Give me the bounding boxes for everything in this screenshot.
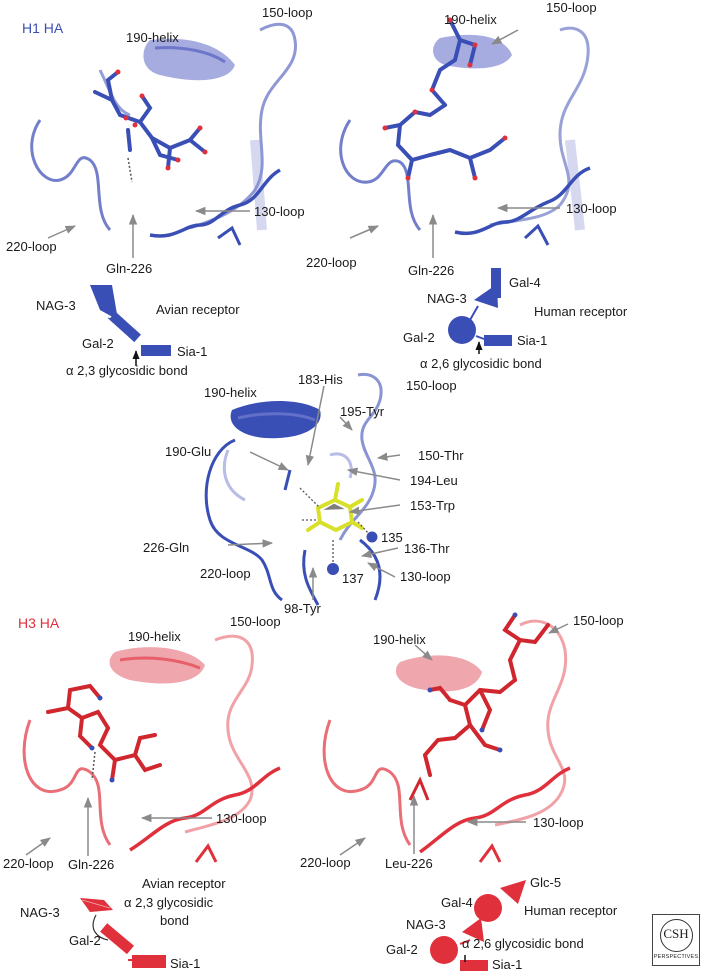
center-150-thr-label: 150-Thr xyxy=(418,448,464,463)
h3-human-gal4-label: Gal-4 xyxy=(441,895,473,910)
nag3-shape xyxy=(80,898,113,912)
h3-avian-residue-label: Gln-226 xyxy=(68,857,115,872)
h1-avian-receptor-label: Avian receptor xyxy=(156,302,240,317)
h1-avian-190-helix-label: 190-helix xyxy=(126,30,179,45)
h3-human-structure xyxy=(322,612,571,863)
h3-human-150-loop-label: 150-loop xyxy=(573,613,624,628)
residue-137-sphere xyxy=(327,563,339,575)
h1-avian-nag3-label: NAG-3 xyxy=(36,298,76,313)
gal2-shape xyxy=(430,936,458,964)
h3-avian-220-loop-label: 220-loop xyxy=(3,856,54,871)
h1-human-residue-label: Gln-226 xyxy=(408,263,455,278)
center-190-helix-label: 190-helix xyxy=(204,385,257,400)
h1-human-receptor-schematic xyxy=(448,268,512,354)
h3-human-sia1-label: Sia-1 xyxy=(492,957,523,972)
center-153-trp-label: 153-Trp xyxy=(410,498,456,513)
h3-human-gal2-label: Gal-2 xyxy=(386,942,418,957)
gal4-shape xyxy=(491,268,501,298)
h3-avian-nag3-label: NAG-3 xyxy=(20,905,60,920)
center-annotation-arrows xyxy=(227,385,401,600)
h3-human-residue-label: Leu-226 xyxy=(385,856,433,871)
h1-avian-bond-label: α 2,3 glycosidic bond xyxy=(66,363,188,378)
h3-avian-gal2-label: Gal-2 xyxy=(69,933,101,948)
h3-human-220-loop-label: 220-loop xyxy=(300,855,351,870)
h3-avian-receptor-label: Avian receptor xyxy=(142,876,226,891)
h1-avian-receptor-schematic xyxy=(90,285,171,366)
center-structure xyxy=(204,372,383,606)
gal2-shape xyxy=(109,311,141,343)
h1-avian-gal2-label: Gal-2 xyxy=(82,336,114,351)
h1-human-130-loop-label: 130-loop xyxy=(566,201,617,216)
h1-avian-150-loop-label: 150-loop xyxy=(262,5,313,20)
csh-perspectives-logo: CSH PERSPECTIVES xyxy=(652,914,700,966)
h1-avian-130-loop-label: 130-loop xyxy=(254,204,305,219)
h1-human-nag3-label: NAG-3 xyxy=(427,291,467,306)
center-183-his-label: 183-His xyxy=(298,372,343,387)
gal2-shape xyxy=(448,316,476,344)
h1-human-gal4-label: Gal-4 xyxy=(509,275,541,290)
h1-avian-sia1-label: Sia-1 xyxy=(177,344,208,359)
h3-human-190-helix-label: 190-helix xyxy=(373,632,426,647)
h1-human-structure xyxy=(339,17,591,246)
h1-human-190-helix-label: 190-helix xyxy=(444,12,497,27)
center-135-label: 135 xyxy=(381,530,403,545)
sia1-shape xyxy=(132,955,166,968)
h3-avian-130-loop-label: 130-loop xyxy=(216,811,267,826)
sia1-shape xyxy=(460,960,488,971)
nag3-shape xyxy=(474,284,498,308)
residue-135-sphere xyxy=(366,531,378,543)
h1-human-220-loop-label: 220-loop xyxy=(306,255,357,270)
center-130-loop-label: 130-loop xyxy=(400,569,451,584)
gal2-shape xyxy=(100,923,135,955)
h1-avian-structure xyxy=(30,22,297,246)
h3-human-bond-label: α 2,6 glycosidic bond xyxy=(462,936,584,951)
h3-human-receptor-schematic xyxy=(430,880,526,971)
center-136-thr-label: 136-Thr xyxy=(404,541,450,556)
gal4-shape xyxy=(474,894,502,922)
h3-avian-receptor-schematic xyxy=(80,898,166,968)
logo-csh-text: CSH xyxy=(663,926,689,941)
h3-avian-190-helix-label: 190-helix xyxy=(128,629,181,644)
nag3-shape xyxy=(462,918,484,942)
h3-avian-structure xyxy=(22,634,281,863)
h3-human-nag3-label: NAG-3 xyxy=(406,917,446,932)
center-150-loop-label: 150-loop xyxy=(406,378,457,393)
h1-avian-220-loop-label: 220-loop xyxy=(6,239,57,254)
center-98-tyr-label: 98-Tyr xyxy=(284,601,321,616)
center-220-loop-label: 220-loop xyxy=(200,566,251,581)
h3-human-receptor-label: Human receptor xyxy=(524,903,618,918)
h3-human-glc5-label: Glc-5 xyxy=(530,875,562,890)
h1-human-150-loop-label: 150-loop xyxy=(546,0,597,15)
h1-ha-title: H1 HA xyxy=(22,20,64,36)
center-190-glu-label: 190-Glu xyxy=(165,444,212,459)
sia1-shape xyxy=(141,345,171,356)
h1-avian-annotation-arrows xyxy=(47,206,250,258)
h1-human-sia1-label: Sia-1 xyxy=(517,333,548,348)
h3-ha-title: H3 HA xyxy=(18,615,60,631)
h3-avian-sia1-label: Sia-1 xyxy=(170,956,201,971)
glc5-shape xyxy=(500,880,526,904)
h3-avian-150-loop-label: 150-loop xyxy=(230,614,281,629)
h3-avian-bond-line1-label: α 2,3 glycosidic xyxy=(124,895,214,910)
h1-human-annotation-arrows xyxy=(349,29,560,258)
logo-perspectives-text: PERSPECTIVES xyxy=(653,954,699,960)
h3-human-130-loop-label: 130-loop xyxy=(533,815,584,830)
h1-human-gal2-label: Gal-2 xyxy=(403,330,435,345)
h1-human-receptor-label: Human receptor xyxy=(534,304,628,319)
center-195-tyr-label: 195-Tyr xyxy=(340,404,385,419)
h3-human-annotation-arrows xyxy=(339,623,569,856)
h3-avian-bond-line2-label: bond xyxy=(160,913,189,928)
sia1-shape xyxy=(484,335,512,346)
h1-avian-residue-label: Gln-226 xyxy=(106,261,153,276)
nag3-shape xyxy=(90,285,118,320)
center-137-label: 137 xyxy=(342,571,364,586)
center-226-gln-label: 226-Gln xyxy=(143,540,190,555)
center-194-leu-label: 194-Leu xyxy=(410,473,458,488)
h3-avian-annotation-arrows xyxy=(25,796,212,856)
h1-human-bond-label: α 2,6 glycosidic bond xyxy=(420,356,542,371)
logo-circle xyxy=(660,919,693,952)
